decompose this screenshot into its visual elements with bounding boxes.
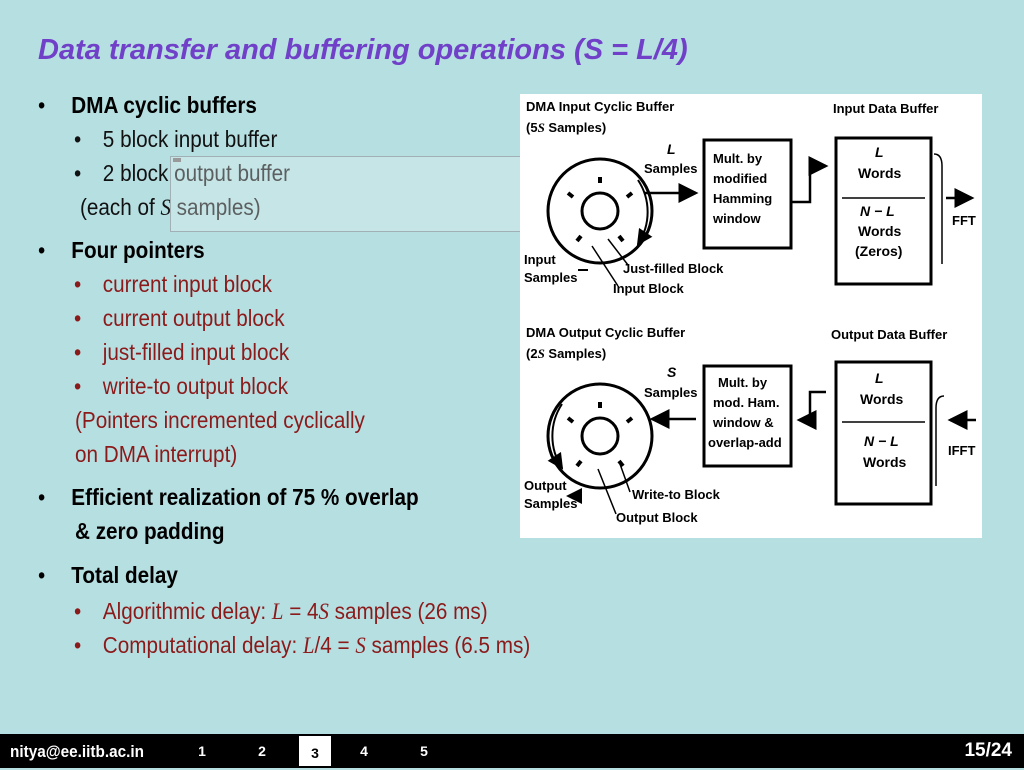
fft-label: FFT — [952, 213, 976, 228]
output-cyclic-buffer-size: (2S Samples) — [526, 346, 606, 361]
svg-text:Samples: Samples — [644, 385, 697, 400]
just-filled-block-label: Just-filled Block — [623, 261, 724, 276]
s-var-label: S — [667, 364, 677, 380]
input-cyclic-buffer-title: DMA Input Cyclic Buffer — [526, 99, 674, 114]
svg-text:window: window — [712, 211, 762, 226]
svg-text:Words: Words — [860, 391, 904, 407]
footer-email: nitya@ee.iitb.ac.in — [10, 742, 144, 761]
nav-page-5[interactable]: 5 — [420, 743, 428, 759]
svg-text:window &: window & — [712, 415, 774, 430]
svg-text:overlap-add: overlap-add — [708, 435, 782, 450]
nav-page-2[interactable]: 2 — [258, 743, 266, 759]
output-cyclic-ring — [546, 382, 654, 490]
buffer-diagram-svg: DMA Input Cyclic Buffer (5S Samples) L S… — [524, 99, 976, 525]
svg-text:Output: Output — [524, 478, 567, 493]
nav-page-4[interactable]: 4 — [360, 743, 368, 759]
output-data-buffer-box — [834, 360, 933, 506]
svg-text:Words: Words — [863, 454, 907, 470]
output-cyclic-buffer-title: DMA Output Cyclic Buffer — [526, 325, 685, 340]
pointers-note-line1: (Pointers incremented cyclically — [75, 407, 365, 433]
svg-text:Input: Input — [524, 252, 556, 267]
svg-text:L: L — [875, 144, 884, 160]
slide-title: Data transfer and buffering operations (… — [38, 34, 688, 66]
svg-text:N − L: N − L — [864, 433, 899, 449]
svg-text:mod. Ham.: mod. Ham. — [713, 395, 779, 410]
svg-text:Mult. by: Mult. by — [713, 151, 763, 166]
mult-overlap-add-box — [702, 364, 793, 468]
bullet-heading: Four pointers — [71, 237, 205, 263]
svg-text:Samples: Samples — [524, 496, 577, 511]
svg-text:(Zeros): (Zeros) — [855, 243, 902, 259]
embedded-object-frame — [170, 156, 524, 232]
ifft-label: IFFT — [948, 443, 975, 458]
buffer-diagram: DMA Input Cyclic Buffer (5S Samples) L S… — [520, 94, 982, 538]
input-data-buffer-box — [834, 136, 933, 286]
input-block-label: Input Block — [613, 281, 685, 296]
svg-text:Hamming: Hamming — [713, 191, 772, 206]
svg-text:Words: Words — [858, 223, 902, 239]
l-var-label: L — [667, 141, 676, 157]
efficient-line2: & zero padding — [75, 518, 225, 544]
nav-page-3-current[interactable]: 3 — [297, 734, 333, 768]
input-data-buffer-label: Input Data Buffer — [833, 101, 938, 116]
dma-note: (each of S samples) — [80, 194, 261, 220]
svg-text:Samples: Samples — [524, 270, 577, 285]
bullet-heading: DMA cyclic buffers — [71, 92, 257, 118]
pointers-note-line2: on DMA interrupt) — [75, 441, 238, 467]
mult-hamming-box — [702, 138, 793, 250]
nav-page-1[interactable]: 1 — [198, 743, 206, 759]
svg-text:modified: modified — [713, 171, 767, 186]
input-cyclic-buffer-size: (5S Samples) — [526, 120, 606, 135]
samples-label: Samples — [644, 161, 697, 176]
svg-text:L: L — [875, 370, 884, 386]
input-cyclic-ring — [546, 157, 654, 265]
footer-bar: nitya@ee.iitb.ac.in 1 2 3 4 5 15/24 — [0, 734, 1024, 768]
svg-text:Words: Words — [858, 165, 902, 181]
page-counter: 15/24 — [964, 740, 1012, 761]
output-data-buffer-label: Output Data Buffer — [831, 327, 947, 342]
svg-text:Mult. by: Mult. by — [718, 375, 768, 390]
write-to-block-label: Write-to Block — [632, 487, 721, 502]
svg-text:N − L: N − L — [860, 203, 895, 219]
output-block-label: Output Block — [616, 510, 698, 525]
